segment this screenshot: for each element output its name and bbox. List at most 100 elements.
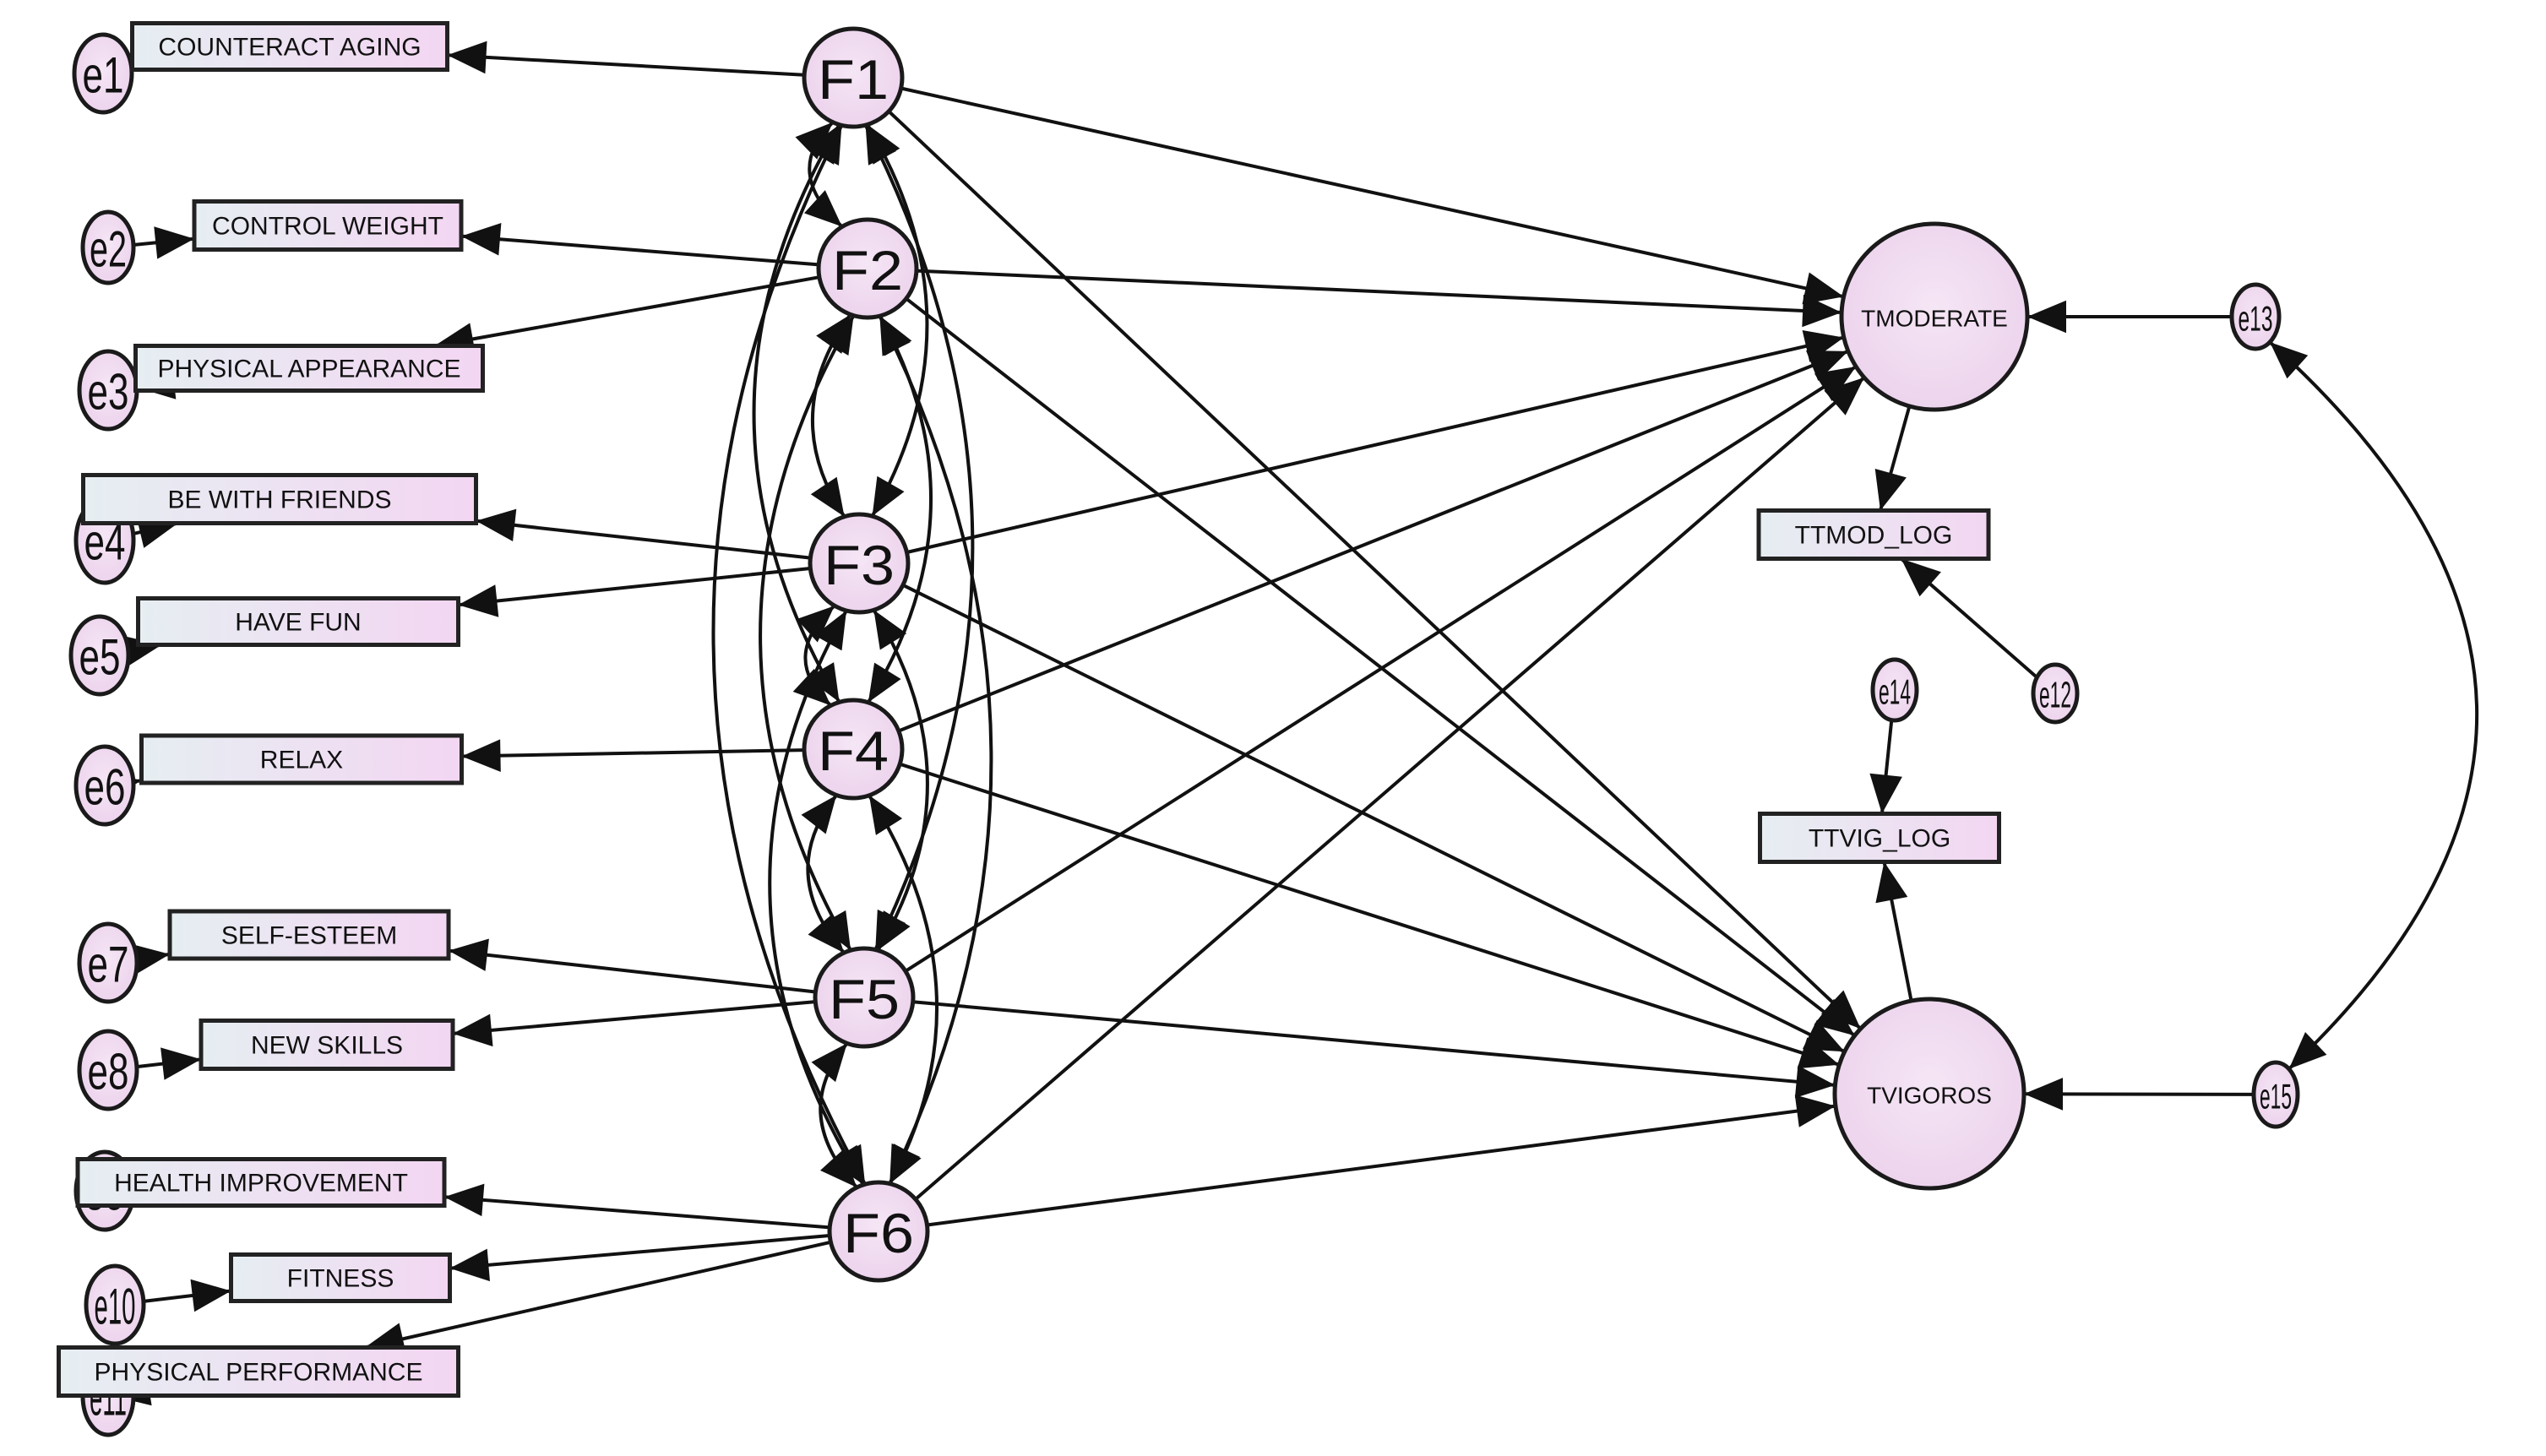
covariance-head-F2-F5-a [821,315,854,356]
node-b_aging: COUNTERACT AGING [130,21,449,72]
path-arrow-F3-to-TMOD [906,335,1845,554]
path-arrow-F5-to-b_skills [452,1000,816,1035]
node-F6: F6 [827,1180,930,1283]
covariance-head-F3-F4-a [797,606,835,643]
covariance-e13-e15 [2268,340,2478,1071]
covariance-head-F2-F4-b [868,662,901,703]
covariance-head-F1-F2-a [795,122,833,160]
factor-variable-label: F1 [818,48,889,111]
node-b_friends: BE WITH FRIENDS [81,473,478,525]
arrowhead-F4-to-TMOD [1806,350,1848,381]
error-variable-label: e1 [83,47,124,104]
factor-variable-circle [816,217,919,320]
observed-variable-box [167,909,451,961]
observed-variable-box [1758,812,2001,864]
node-F2: F2 [816,217,919,320]
path-arrow-F2-to-b_weight [460,234,819,267]
error-variable-label: e2 [90,221,127,278]
observed-variable-label: HEALTH IMPROVEMENT [114,1170,408,1198]
arrowhead-F5-to-TVIG [1794,1065,1836,1098]
factor-variable-label: F6 [843,1202,914,1264]
error-variable-label: e14 [1879,672,1911,712]
node-b_ttvig: TTVIG_LOG [1758,812,2001,864]
path-arrow-F2-to-TVIG [905,297,1856,1037]
arrowhead-F1-to-TVIG [1820,990,1861,1030]
covariance-head-F2-F3-b [810,476,845,517]
path-arrow-F4-to-TMOD [898,350,1849,733]
arrowhead-F3-to-b_fun [458,584,499,617]
path-arrow-F6-to-TMOD [914,376,1866,1201]
covariance-head-F1-F3-b [872,475,905,517]
arrowhead-e7-to-b_esteem [128,943,170,976]
node-e5: e5 [68,614,131,697]
latent-variable-circle [1839,221,2030,412]
node-b_weight: CONTROL WEIGHT [192,199,464,252]
arrowhead-F5-to-TMOD [1814,367,1857,401]
node-F5: F5 [813,946,916,1049]
observed-variable-label: SELF-ESTEEM [221,922,397,950]
covariance-head-e13-e15-a [2270,342,2309,379]
observed-variable-box [199,1019,455,1071]
arrowhead-e15-to-TVIG [2024,1078,2063,1111]
path-arrow-F3-to-TVIG [902,584,1846,1054]
path-arrow-F6-to-TVIG [927,1104,1836,1227]
covariance-F4-F6 [868,794,938,1185]
factor-variable-label: F4 [818,720,889,782]
node-TMOD: TMODERATE [1839,221,2030,412]
observed-variable-label: COUNTERACT AGING [158,34,421,62]
arrowhead-TMOD-to-b_ttmod [1874,469,1907,511]
covariance-head-F4-F5-a [801,795,837,834]
error-variable-label: e6 [84,759,126,816]
observed-variable-box [192,199,464,252]
latent-variable-label: TMODERATE [1861,306,2008,332]
node-e15: e15 [2251,1060,2300,1129]
node-e3: e3 [77,349,139,432]
node-b_appear: PHYSICAL APPEARANCE [133,344,485,393]
observed-variable-label: RELAX [260,747,343,774]
observed-variable-label: NEW SKILLS [251,1032,403,1060]
arrowhead-e14-to-b_ttvig [1869,773,1902,814]
covariance-F1-F3 [866,123,929,518]
factor-variable-label: F5 [829,968,900,1030]
node-b_relax: RELAX [139,733,464,785]
node-TVIG: TVIGOROS [1832,997,2026,1191]
latent-variable-label: TVIGOROS [1867,1083,1992,1109]
covariance-head-F2-F6-a [879,316,911,356]
arrowhead-F4-to-b_relax [461,739,501,772]
error-variable-label: e15 [2260,1077,2292,1116]
node-e6: e6 [73,744,136,827]
arrowhead-F6-to-TMOD [1824,378,1864,416]
error-variable-circle [77,1029,139,1111]
path-arrow-F4-to-TVIG [899,762,1840,1067]
observed-variable-box [57,1345,460,1398]
path-arrow-F2-to-TMOD [916,269,1842,314]
observed-variable-box [75,1157,447,1208]
arrowhead-F2-to-b_weight [461,223,502,256]
observed-variable-label: TTMOD_LOG [1795,522,1953,550]
arrowhead-e10-to-b_fitness [190,1279,231,1312]
factor-variable-circle [802,698,905,801]
arrowhead-F6-to-TVIG [1794,1095,1836,1127]
arrowhead-e13-to-TMOD [2027,300,2066,334]
covariance-head-F4-F6-b [889,1144,922,1184]
node-b_skills: NEW SKILLS [199,1019,455,1071]
error-variable-circle [1870,657,1919,723]
observed-variable-box [130,21,449,72]
error-variable-circle [2251,1060,2300,1129]
arrowhead-e2-to-b_weight [154,226,194,259]
node-F4: F4 [802,698,905,801]
node-b_perf: PHYSICAL PERFORMANCE [57,1345,460,1398]
arrowhead-e8-to-b_skills [160,1047,201,1080]
covariance-head-F4-F6-a [868,795,903,835]
observed-variable-label: CONTROL WEIGHT [212,213,443,241]
covariance-head-F3-F4-b [792,668,831,706]
path-arrow-F6-to-b_perf [364,1240,831,1350]
observed-variable-box [229,1252,452,1303]
node-b_ttmod: TTMOD_LOG [1756,508,1991,561]
covariance-head-F3-F5-b [878,910,911,951]
error-variable-circle [72,32,134,115]
arrowhead-F1-to-TMOD [1802,272,1844,305]
path-arrow-F5-to-TVIG [912,1000,1836,1087]
path-arrow-F2-to-b_appear [434,275,820,348]
arrowhead-F2-to-TMOD [1802,294,1842,328]
